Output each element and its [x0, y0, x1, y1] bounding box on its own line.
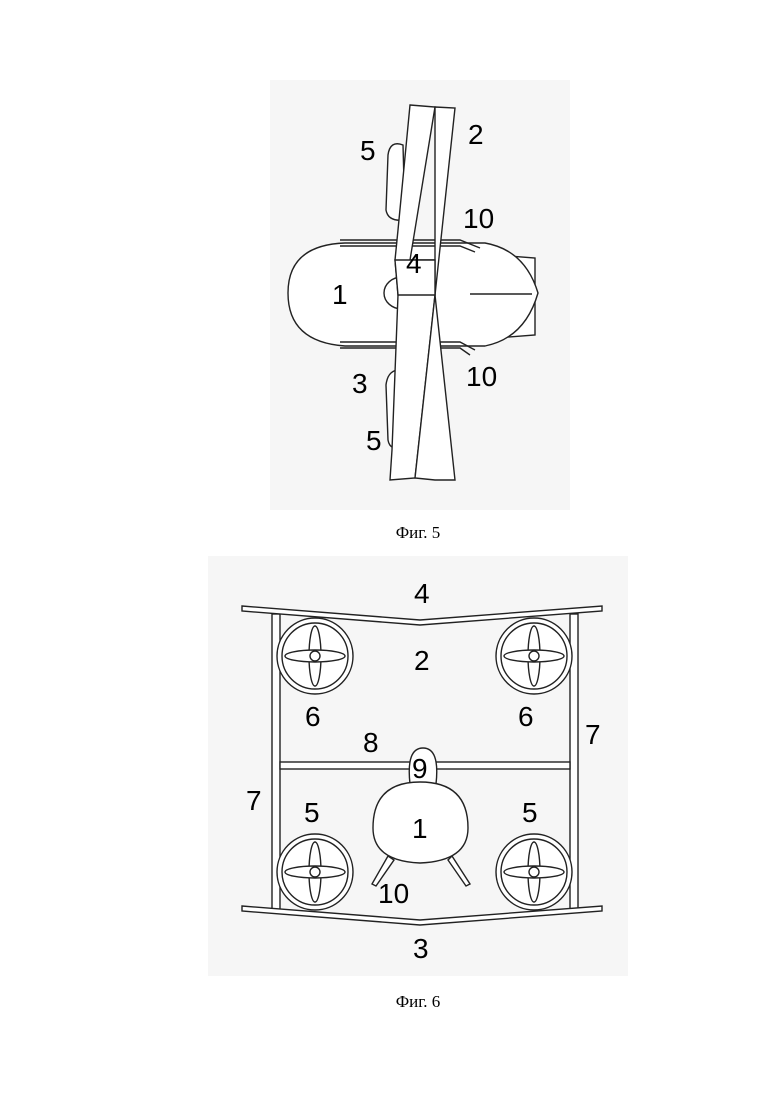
label-engine-bottom: 5: [366, 425, 382, 456]
label-rear-wing: 3: [413, 933, 429, 964]
label-wing-joint: 4: [406, 248, 422, 279]
label-landing-gear: 10: [378, 878, 409, 909]
rotor-bottom-right: [496, 834, 572, 910]
label-side-beam-right: 7: [585, 719, 601, 750]
rotor-top-left: [277, 618, 353, 694]
figure-5-drawing: 1 2 3 4 5 5 10 10: [270, 80, 570, 510]
figure-5-caption: Фиг. 5: [358, 523, 478, 543]
label-rotor-top-left: 6: [305, 701, 321, 732]
label-front-wing: 4: [414, 578, 430, 609]
figure-6-caption: Фиг. 6: [358, 992, 478, 1012]
label-cabin: 1: [412, 813, 428, 844]
label-fuselage: 1: [332, 279, 348, 310]
label-cross-beam: 8: [363, 727, 379, 758]
label-wing-front: 2: [468, 119, 484, 150]
label-side-beam-left: 7: [246, 785, 262, 816]
label-rotor-top-right: 6: [518, 701, 534, 732]
label-cabin-top: 9: [412, 753, 428, 784]
label-engine-top: 5: [360, 135, 376, 166]
label-rotor-bottom-left: 5: [304, 797, 320, 828]
figure-5-svg: 1 2 3 4 5 5 10 10: [270, 80, 570, 510]
label-rotor-bottom-right: 5: [522, 797, 538, 828]
rotor-bottom-left: [277, 834, 353, 910]
figure-6-drawing: 4 2 6 6 7 7 8 9 1 5 5 10 3: [208, 556, 628, 976]
rotor-top-right: [496, 618, 572, 694]
label-platform: 2: [414, 645, 430, 676]
label-strut-top: 10: [463, 203, 494, 234]
label-strut-bottom: 10: [466, 361, 497, 392]
label-wing-rear: 3: [352, 368, 368, 399]
figure-6-svg: 4 2 6 6 7 7 8 9 1 5 5 10 3: [208, 556, 628, 976]
